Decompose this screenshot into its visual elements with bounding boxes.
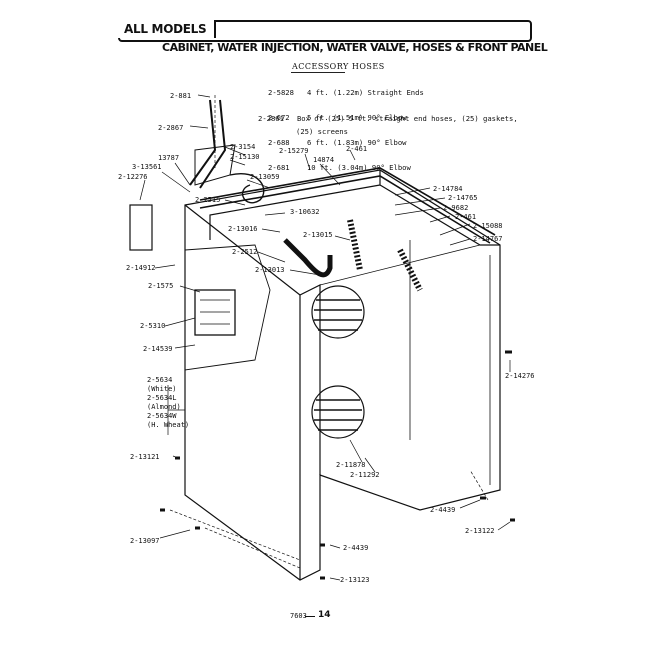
callout-label: 2-461 — [455, 213, 476, 221]
callout-label: 2-5310 — [140, 322, 165, 330]
accessory-title-underline — [291, 72, 345, 73]
mounting-bracket — [129, 204, 153, 251]
callout-label: (White) — [147, 385, 177, 393]
drain-spring — [397, 248, 423, 292]
callout-label: 2-14539 — [143, 345, 173, 353]
valve-cover — [184, 244, 271, 371]
water-valve — [194, 289, 236, 336]
cabinet-top-rim — [184, 170, 500, 296]
page-number: 14 — [318, 610, 331, 620]
callout-label: 3-13561 — [132, 163, 162, 171]
callout-label: 2-11292 — [350, 471, 380, 479]
callout-label: (Almond) — [147, 403, 181, 411]
callout-label: 2-13015 — [303, 231, 333, 239]
accessory-hoses-title: ACCESSORY HOSES — [292, 62, 385, 71]
callout-label: 2-14765 — [448, 194, 478, 202]
callout-label: 2-4439 — [430, 506, 455, 514]
callout-label: 2-14276 — [505, 372, 535, 380]
callout-label: 2-5634L — [147, 394, 177, 402]
accessory-row: 2-688 6 ft. (1.83m) 90° Elbow — [268, 138, 407, 148]
callout-label: 2-3154 — [230, 143, 255, 151]
lower-access-grille — [311, 385, 365, 439]
callout-label: 2-13097 — [130, 537, 160, 545]
callout-label: 2-9682 — [443, 204, 468, 212]
callout-label: 2-5634 — [147, 376, 172, 384]
callout-label: 2-2867 — [158, 124, 183, 132]
upper-access-grille — [311, 285, 365, 339]
fill-hose — [229, 172, 265, 204]
callout-label: 13787 — [158, 154, 179, 162]
callout-label: 2-14784 — [433, 185, 463, 193]
footer-rule — [305, 616, 315, 617]
callout-label: 2-4439 — [343, 544, 368, 552]
accessory-box-row-2: (25) screens — [296, 127, 348, 136]
callout-label: 2-15130 — [230, 153, 260, 161]
injector-spring — [347, 219, 363, 271]
callout-label: 2-13059 — [250, 173, 280, 181]
callout-label: 2-14767 — [473, 235, 503, 243]
callout-label: 2-13121 — [130, 453, 160, 461]
callout-labels: 2-881 2-2867 13787 3-13561 2-12276 2-315… — [118, 92, 535, 584]
callout-label: 2-2515 — [195, 196, 220, 204]
callout-label: 2-13016 — [228, 225, 258, 233]
callout-label: 2-15088 — [473, 222, 503, 230]
screws — [160, 350, 515, 580]
cabinet-outline — [184, 169, 501, 581]
callout-label: (H. Wheat) — [147, 421, 189, 429]
cabinet-rear-flange — [209, 184, 381, 240]
footer-code: 7603 — [290, 612, 307, 620]
top-rail — [199, 167, 496, 244]
accessory-box-row: 2-2861 Box of (25) 5 ft. straight end ho… — [258, 114, 518, 123]
callout-label: 2-2512 — [232, 248, 257, 256]
callout-label: 2-14912 — [126, 264, 156, 272]
callout-label: 2-5634W — [147, 412, 177, 420]
callout-label: 2-461 — [346, 145, 367, 153]
page-subtitle: CABINET, WATER INJECTION, WATER VALVE, H… — [162, 41, 548, 54]
callout-label: 3-10632 — [290, 208, 320, 216]
accessory-row: 2-672 5 ft. (1.51m) 90° Elbow — [268, 113, 407, 123]
callout-label: 14874 — [313, 156, 334, 164]
drain-u-hose — [283, 238, 333, 278]
callout-label: 2-11878 — [336, 461, 366, 469]
callout-label: 2-1575 — [148, 282, 173, 290]
callout-label: 2-13123 — [340, 576, 370, 584]
callout-label: 2-12276 — [118, 173, 148, 181]
callout-label: 2-13122 — [465, 527, 495, 535]
header-tab: ALL MODELS — [118, 20, 217, 38]
accessory-row: 2-5828 4 ft. (1.22m) Straight Ends — [268, 87, 424, 97]
callout-label: 2-15279 — [279, 147, 309, 155]
callout-label: 2-13013 — [255, 266, 285, 274]
callout-label: 2-881 — [170, 92, 191, 100]
accessory-hoses-list: 2-5828 4 ft. (1.22m) Straight Ends 2-672… — [268, 72, 424, 190]
cabinet-front-edge — [299, 284, 321, 580]
